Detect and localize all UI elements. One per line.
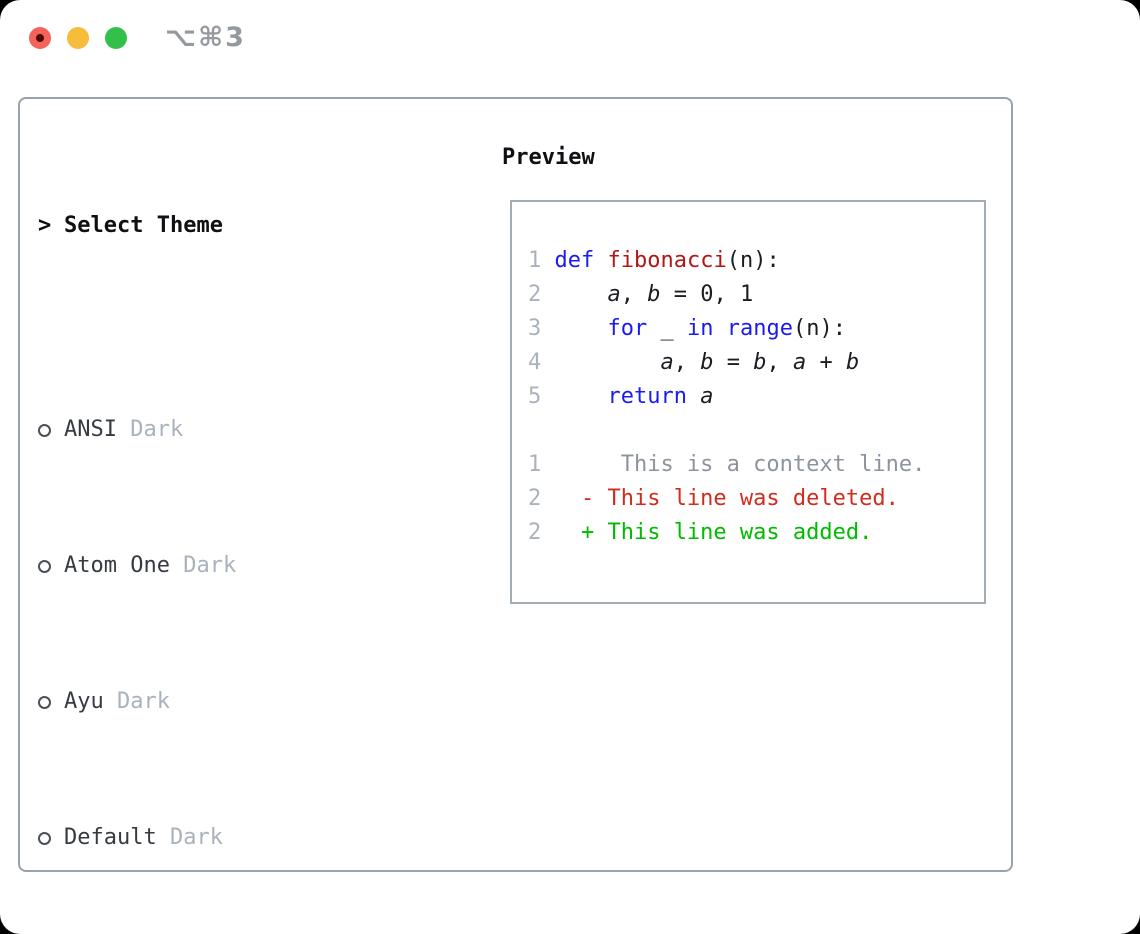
code-line: 1 def fibonacci(n): xyxy=(528,244,984,278)
line-number: 2 xyxy=(528,520,542,545)
option-variant-label: Dark xyxy=(116,417,184,442)
close-button-icon[interactable] xyxy=(29,27,51,49)
code-segment: = xyxy=(713,350,754,375)
code-segment: (n): xyxy=(792,316,846,341)
line-number: 5 xyxy=(528,384,542,409)
radio-icon xyxy=(38,831,51,845)
code-line xyxy=(528,414,984,448)
zoom-button-icon[interactable] xyxy=(105,27,127,49)
theme-list-column: > Select Theme ANSI Dark Atom One Dark A… xyxy=(38,141,409,934)
code-segment: fibonacci xyxy=(607,248,727,273)
option-variant-label: Dark xyxy=(169,553,237,578)
line-number: 3 xyxy=(528,316,542,341)
option-label: Atom One xyxy=(64,553,170,578)
code-segment: b xyxy=(647,282,661,307)
code-line: 3 for _ in range(n): xyxy=(528,312,984,346)
code-segment: _ xyxy=(647,316,687,341)
option-label: Ayu xyxy=(64,689,104,714)
line-number: 2 xyxy=(528,486,542,511)
code-segment xyxy=(554,350,660,375)
radio-marker xyxy=(38,695,64,709)
code-segment: in xyxy=(686,316,714,341)
code-segment: - This line was deleted. xyxy=(554,486,899,511)
radio-icon xyxy=(38,559,51,573)
code-segment: + xyxy=(806,350,846,375)
radio-marker xyxy=(38,559,64,573)
code-segment xyxy=(713,316,726,341)
code-segment: , xyxy=(766,350,793,375)
code-segment: a xyxy=(792,350,807,375)
code-segment: b xyxy=(700,350,714,375)
code-segment xyxy=(687,384,700,409)
code-segment: (n): xyxy=(726,248,780,273)
preview-title: Preview xyxy=(502,145,595,170)
radio-marker xyxy=(38,831,64,845)
code-line: 2 a, b = 0, 1 xyxy=(528,278,984,312)
code-line: 2 - This line was deleted. xyxy=(528,482,984,516)
code-segment: This is a context line. xyxy=(554,452,926,477)
code-segment xyxy=(554,316,607,341)
radio-icon xyxy=(38,423,51,437)
code-segment: a xyxy=(660,350,674,375)
code-segment: + This line was added. xyxy=(554,520,873,545)
line-number: 4 xyxy=(528,350,542,375)
option-variant-label: Dark xyxy=(156,825,223,850)
minimize-button-icon[interactable] xyxy=(67,27,89,49)
code-line: 4 a, b = b, a + b xyxy=(528,346,984,380)
code-segment: b xyxy=(845,350,860,375)
close-modified-dot-icon xyxy=(36,34,44,42)
theme-option[interactable]: Ayu Dark xyxy=(38,685,409,719)
code-segment: a xyxy=(607,282,621,307)
code-line: 5 return a xyxy=(528,380,984,414)
titlebar: ⌥⌘3 xyxy=(0,0,1140,70)
line-number: 1 xyxy=(528,248,542,273)
theme-selector-panel: > Select Theme ANSI Dark Atom One Dark A… xyxy=(18,97,1013,872)
select-theme-title: Select Theme xyxy=(64,213,223,238)
select-theme-header: > Select Theme xyxy=(38,209,409,243)
code-segment xyxy=(554,282,607,307)
option-label: Default xyxy=(64,825,157,850)
prompt-caret-icon: > xyxy=(38,213,52,238)
line-number: 1 xyxy=(528,452,542,477)
code-segment xyxy=(594,248,607,273)
theme-list: ANSI Dark Atom One Dark Ayu Dark Default… xyxy=(38,345,409,934)
code-segment: for xyxy=(607,316,648,341)
code-segment: , xyxy=(620,282,648,307)
code-segment: , xyxy=(673,350,701,375)
theme-option[interactable]: Atom One Dark xyxy=(38,549,409,583)
code-segment: a xyxy=(700,384,714,409)
code-segment xyxy=(554,384,607,409)
line-number: 2 xyxy=(528,282,542,307)
code-line: 2 + This line was added. xyxy=(528,516,984,550)
option-variant-label: Dark xyxy=(103,689,170,714)
code-segment: return xyxy=(607,384,687,409)
radio-marker xyxy=(38,423,64,437)
radio-icon xyxy=(38,695,51,709)
window-shortcut-label: ⌥⌘3 xyxy=(165,22,246,53)
traffic-lights xyxy=(29,27,127,49)
option-label: ANSI xyxy=(64,417,117,442)
code-segment: def xyxy=(554,248,595,273)
theme-option[interactable]: Default Dark xyxy=(38,821,409,855)
theme-option[interactable]: ANSI Dark xyxy=(38,413,409,447)
code-segment: = 0, 1 xyxy=(660,282,754,307)
code-line: 1 This is a context line. xyxy=(528,448,984,482)
code-segment: range xyxy=(726,316,793,341)
code-segment: b xyxy=(753,350,767,375)
